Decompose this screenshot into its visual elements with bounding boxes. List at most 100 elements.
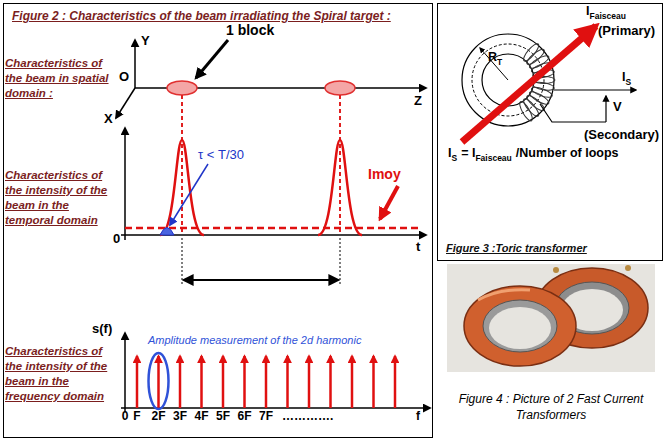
- transformer-photo: [625, 265, 631, 271]
- beam-block: [167, 81, 355, 95]
- projection-line: [182, 95, 340, 235]
- projection-line: [181, 95, 183, 235]
- torus-core: [462, 34, 554, 126]
- transformer-photo: [478, 290, 530, 300]
- harmonic-line: [200, 356, 203, 408]
- radius-arrow: [480, 48, 508, 80]
- period-arrow: [184, 279, 338, 281]
- harmonic-line: [137, 356, 395, 408]
- axis-label: t: [416, 240, 420, 255]
- beam-block: [325, 81, 355, 95]
- equation-term: I: [448, 146, 451, 160]
- winding-label: (Primary): [598, 24, 655, 39]
- callout-label: 1 block: [226, 22, 274, 38]
- harmonic-line: [394, 356, 397, 408]
- transformer-photo: [447, 264, 655, 372]
- equation-subscript: Faisceau: [475, 153, 511, 163]
- spatial-axes: [116, 88, 135, 118]
- winding-label: (Secondary): [584, 128, 659, 143]
- transformer-photo: [447, 264, 655, 372]
- tick-label: 4F: [194, 410, 208, 424]
- harmonic-line: [222, 356, 225, 408]
- spatial-axes: [116, 40, 426, 118]
- harmonic-line: [351, 356, 354, 408]
- transformer-photo: [489, 307, 551, 349]
- pulse-width: [160, 228, 174, 236]
- secondary-wire: [554, 89, 636, 90]
- pulse-width-label: τ < T/30: [198, 148, 244, 163]
- radius-subscript: T: [497, 57, 502, 67]
- torus-core: [462, 34, 554, 126]
- harmonic-line: [157, 356, 160, 408]
- pointer-arrow: [196, 40, 228, 78]
- harmonic-line: [179, 356, 182, 408]
- pointer-arrow: [380, 186, 398, 219]
- section-label: Characteristics of the beam in spatial d…: [5, 56, 113, 101]
- equation-term: = I: [461, 146, 475, 160]
- note-label: Amplitude measurement of the 2d harmonic: [148, 334, 361, 347]
- harmonic-line: [286, 356, 289, 408]
- current-subscript: Faisceau: [589, 11, 625, 21]
- section-label: Characteristics of the intensity of the …: [5, 344, 113, 404]
- tick-label: ………….: [282, 410, 333, 424]
- frequency-axes: [121, 407, 430, 409]
- axis-label: Z: [414, 94, 422, 109]
- frequency-axes: [124, 333, 126, 412]
- equation-subscript: S: [451, 153, 457, 163]
- section-label: Characteristics of the intensity of the …: [5, 168, 113, 228]
- equation-term: /Number of loops: [516, 146, 619, 160]
- transformer-photo: [553, 267, 559, 273]
- axis-label: Y: [141, 34, 150, 49]
- harmonic-line: [308, 356, 311, 408]
- transformer-photo: [483, 300, 557, 352]
- tick-label: 3F: [173, 410, 187, 424]
- period-guide: [340, 238, 341, 284]
- secondary-wire: [540, 90, 636, 122]
- current-symbol: I: [586, 4, 589, 18]
- harmonic-line: [243, 356, 246, 408]
- projection-line: [339, 95, 341, 235]
- coil-winding: [517, 100, 534, 123]
- current-symbol: I: [622, 70, 625, 84]
- tick-label: 7F: [259, 410, 273, 424]
- beam-pulse: [160, 140, 362, 235]
- voltage-label: V: [613, 100, 622, 115]
- harmonic-line: [329, 356, 332, 408]
- harmonic-line: [372, 356, 375, 408]
- beam-pulse: [160, 140, 204, 235]
- secondary-wire: [605, 96, 606, 122]
- frequency-axes: [121, 333, 430, 412]
- transformer-photo: [464, 286, 576, 366]
- figure-caption: Figure 3 :Toric transformer: [446, 242, 587, 254]
- beam-pulse: [318, 140, 362, 235]
- tick-label: 5F: [216, 410, 230, 424]
- pointer-arrow: [170, 164, 208, 225]
- spatial-axes: [134, 40, 136, 88]
- temporal-axes: [124, 128, 126, 240]
- temporal-axes: [121, 128, 426, 240]
- figure-caption: Figure 4 : Picture of 2 Fast Current Tra…: [445, 392, 657, 423]
- radius-symbol: R: [488, 50, 497, 64]
- current-subscript: S: [625, 77, 631, 87]
- tick-label: 0: [122, 410, 129, 424]
- axis-label: X: [104, 112, 113, 127]
- tick-label: 6F: [237, 410, 251, 424]
- current-label: IFaisceau: [586, 4, 626, 21]
- current-label: IS: [622, 70, 631, 87]
- equation: IS = IFaisceau/Number of loops: [448, 146, 619, 163]
- axis-label: 0: [113, 232, 120, 247]
- beam-arrow: [462, 26, 596, 142]
- axis-label: f: [416, 410, 420, 424]
- period-guide: [182, 238, 340, 284]
- beam-block: [167, 81, 197, 95]
- harmonic-line: [265, 356, 268, 408]
- figure-title: Figure 2 : Characteristics of the beam i…: [12, 9, 391, 23]
- highlight-ellipse: [149, 353, 169, 409]
- radius-label: RT: [488, 50, 502, 67]
- axis-label: s(f): [92, 322, 112, 337]
- secondary-wire: [540, 104, 606, 122]
- axis-label: O: [119, 70, 129, 85]
- period-guide: [182, 238, 183, 284]
- tick-label: 2F: [151, 410, 165, 424]
- harmonic-line: [136, 356, 139, 408]
